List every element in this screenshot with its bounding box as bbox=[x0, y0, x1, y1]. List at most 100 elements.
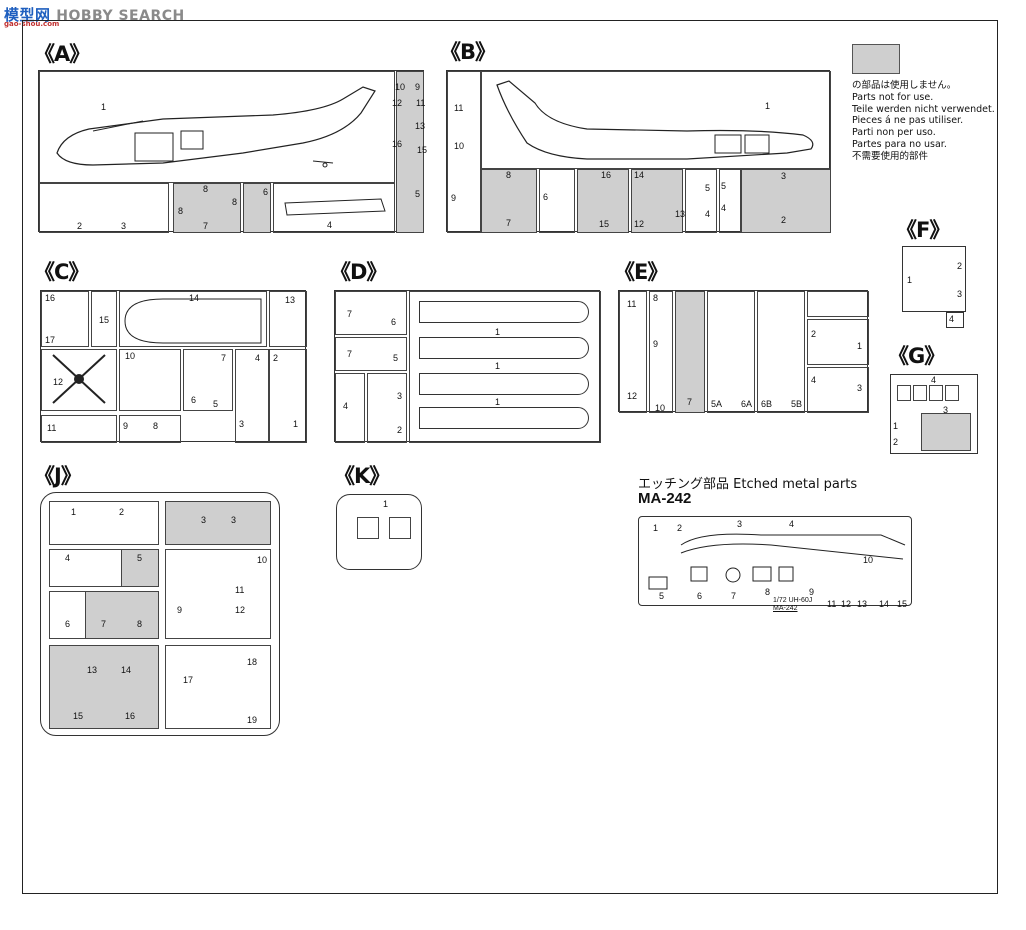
sprue-c-cell-11 bbox=[41, 415, 117, 443]
sprue-d-cell-3 bbox=[335, 373, 365, 443]
sprue-c-floor-drawing bbox=[124, 298, 262, 344]
part-number: 12 bbox=[634, 219, 645, 229]
part-number: 4 bbox=[255, 353, 261, 363]
part-number: 14 bbox=[879, 599, 890, 609]
sprue-f-tag: 《F》 bbox=[896, 218, 950, 242]
part-number: 9 bbox=[653, 339, 659, 349]
part-number: 3 bbox=[397, 391, 403, 401]
watermark-site-cn: 模型网 bbox=[4, 6, 51, 24]
etched-plate-text: 1/72 UH-60J bbox=[773, 597, 813, 604]
part-number: 1 bbox=[495, 327, 501, 337]
sprue-c-cell-figures bbox=[41, 291, 89, 347]
sprue-a-grey-cell bbox=[396, 71, 424, 233]
sprue-d-cell-1 bbox=[335, 291, 407, 335]
sprue-b-cell-6 bbox=[539, 169, 575, 233]
part-number: 2 bbox=[811, 329, 817, 339]
sprue-j-cell-1-2 bbox=[49, 501, 159, 545]
part-number: 13 bbox=[415, 121, 426, 131]
part-number: 7 bbox=[687, 397, 693, 407]
part-number: 3 bbox=[201, 515, 207, 525]
sprue-c-cell-floor bbox=[119, 291, 267, 347]
part-number: 8 bbox=[137, 619, 143, 629]
part-number: 10 bbox=[454, 141, 465, 151]
sprue-b-cell-figures-2 bbox=[631, 169, 683, 233]
part-number: 5 bbox=[393, 353, 399, 363]
sprue-f-tab: 4 bbox=[946, 312, 964, 328]
sprue-b-cell-45 bbox=[685, 169, 717, 233]
sprue-b: 11 10 9 1 8 7 6 16 15 14 13 12 5 4 5 4 3… bbox=[446, 70, 831, 233]
part-number: 12 bbox=[841, 599, 852, 609]
sprue-c-cell-rotor bbox=[41, 349, 117, 411]
part-number: 1 bbox=[893, 421, 899, 431]
part-number: 1 bbox=[383, 499, 389, 509]
part-number: 9 bbox=[415, 82, 421, 92]
part-number: 1 bbox=[293, 419, 299, 429]
part-number: 17 bbox=[183, 675, 194, 685]
part-number: 2 bbox=[677, 523, 683, 533]
sprue-e-cell-1-2 bbox=[807, 319, 869, 365]
part-number: 2 bbox=[77, 221, 83, 231]
part-number: 16 bbox=[45, 293, 56, 303]
part-number: 6A bbox=[741, 399, 753, 409]
sprue-g-grey-cell bbox=[921, 413, 971, 451]
rotor-blade bbox=[419, 373, 589, 395]
legend-line: 不需要使用的部件 bbox=[852, 150, 929, 162]
part-number: 2 bbox=[119, 507, 125, 517]
sprue-e-cell-5a-6a bbox=[707, 291, 755, 413]
sprue-j-cell-13-16 bbox=[49, 645, 159, 729]
sprue-j-cell-5 bbox=[121, 549, 159, 587]
part-number: 16 bbox=[601, 170, 612, 180]
g-window bbox=[945, 385, 959, 401]
sprue-e-tag: 《E》 bbox=[614, 260, 668, 284]
sprue-a-fuselage-drawing bbox=[56, 86, 376, 168]
sprue-d-cell-4 bbox=[367, 373, 407, 443]
part-number: 15 bbox=[73, 711, 84, 721]
sprue-a-cell-stabilizer bbox=[273, 183, 395, 233]
part-number: 11 bbox=[627, 299, 637, 309]
part-number: 5 bbox=[659, 591, 665, 601]
sprue-d-tag: 《D》 bbox=[330, 260, 387, 284]
sprue-d-rotor-cell bbox=[409, 291, 601, 443]
sprue-c-cell-wheels bbox=[91, 291, 117, 347]
part-number: 8 bbox=[653, 293, 659, 303]
sprue-a-fuselage-cell bbox=[39, 71, 395, 183]
sprue-b-cell-figures-1 bbox=[577, 169, 629, 233]
sprue-c-cell-12 bbox=[269, 349, 307, 443]
part-number: 9 bbox=[451, 193, 457, 203]
sprue-c-cell-67 bbox=[183, 349, 233, 411]
part-number: 2 bbox=[273, 353, 279, 363]
sprue-e-cell-8-10 bbox=[649, 291, 673, 413]
part-number: 19 bbox=[247, 715, 258, 725]
part-number: 8 bbox=[178, 206, 184, 216]
sprue-j-cell-7-8 bbox=[85, 591, 159, 639]
part-number: 2 bbox=[957, 261, 963, 271]
part-number: 5 bbox=[137, 553, 143, 563]
part-number: 11 bbox=[235, 585, 245, 595]
sprue-e-cell-3-4 bbox=[807, 367, 869, 413]
part-number: 18 bbox=[247, 657, 258, 667]
part-number: 4 bbox=[65, 553, 71, 563]
legend-text: の部品は使用しません。 Parts not for use. Teile wer… bbox=[852, 80, 995, 163]
part-number: 11 bbox=[416, 98, 426, 108]
part-number: 14 bbox=[189, 293, 200, 303]
sprue-g: 4 3 1 2 bbox=[890, 374, 978, 454]
sprue-d: 7 6 7 5 4 3 2 1 1 1 bbox=[334, 290, 601, 443]
part-number: 4 bbox=[949, 314, 955, 324]
part-number: 13 bbox=[285, 295, 296, 305]
part-number: 6 bbox=[191, 395, 197, 405]
legend-line: Parts not for use. bbox=[852, 91, 934, 103]
sprue-j-cell-9-12 bbox=[165, 549, 271, 639]
part-number: 11 bbox=[827, 599, 837, 609]
part-number: 7 bbox=[731, 591, 737, 601]
part-number: 3 bbox=[239, 419, 245, 429]
sprue-b-cell-strips bbox=[447, 71, 481, 233]
sprue-a-cell-weapons bbox=[173, 183, 241, 233]
part-number: 15 bbox=[897, 599, 908, 609]
legend-line: Pieces á ne pas utiliser. bbox=[852, 115, 964, 127]
part-number: 13 bbox=[675, 209, 686, 219]
part-number: 5 bbox=[213, 399, 219, 409]
sprue-b-cell-seats-b bbox=[741, 169, 831, 233]
part-number: 10 bbox=[863, 555, 874, 565]
part-number: 4 bbox=[343, 401, 349, 411]
legend-line: Parti non per uso. bbox=[852, 127, 936, 139]
